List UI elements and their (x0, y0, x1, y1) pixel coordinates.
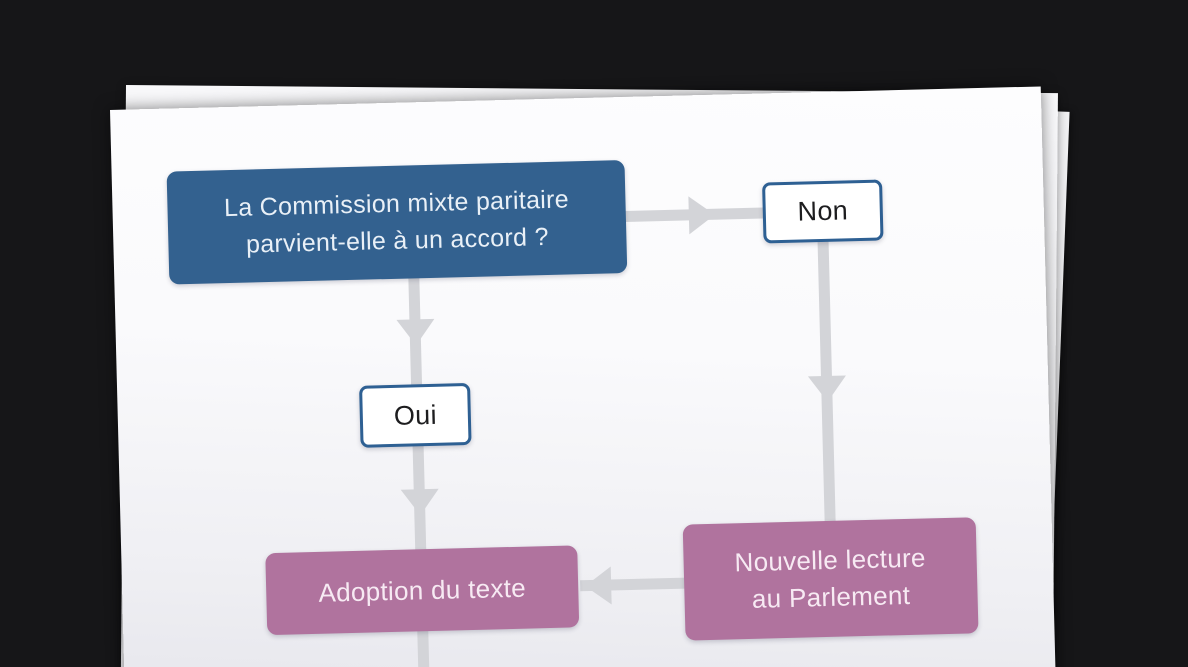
arrowhead-right (688, 195, 716, 235)
node-outcome-nouvelle-lecture: Nouvelle lecture au Parlement (682, 517, 979, 641)
node-label: Oui (393, 399, 438, 431)
arrowhead-down (400, 488, 440, 516)
arrowhead-left (584, 566, 612, 606)
node-answer-oui: Oui (359, 382, 472, 448)
node-question-cmp-accord: La Commission mixte paritaire parvient-e… (166, 159, 628, 285)
node-answer-non: Non (762, 179, 884, 244)
arrowhead-down (396, 318, 436, 346)
document-page: La Commission mixte paritaire parvient-e… (110, 86, 1056, 667)
node-label: Nouvelle lecture au Parlement (734, 542, 927, 614)
node-label: Adoption du texte (318, 572, 527, 608)
node-outcome-adoption-du-texte: Adoption du texte (265, 545, 580, 636)
node-label: La Commission mixte paritaire parvient-e… (223, 184, 570, 259)
arrowhead-down (807, 375, 847, 403)
node-label: Non (797, 195, 849, 227)
